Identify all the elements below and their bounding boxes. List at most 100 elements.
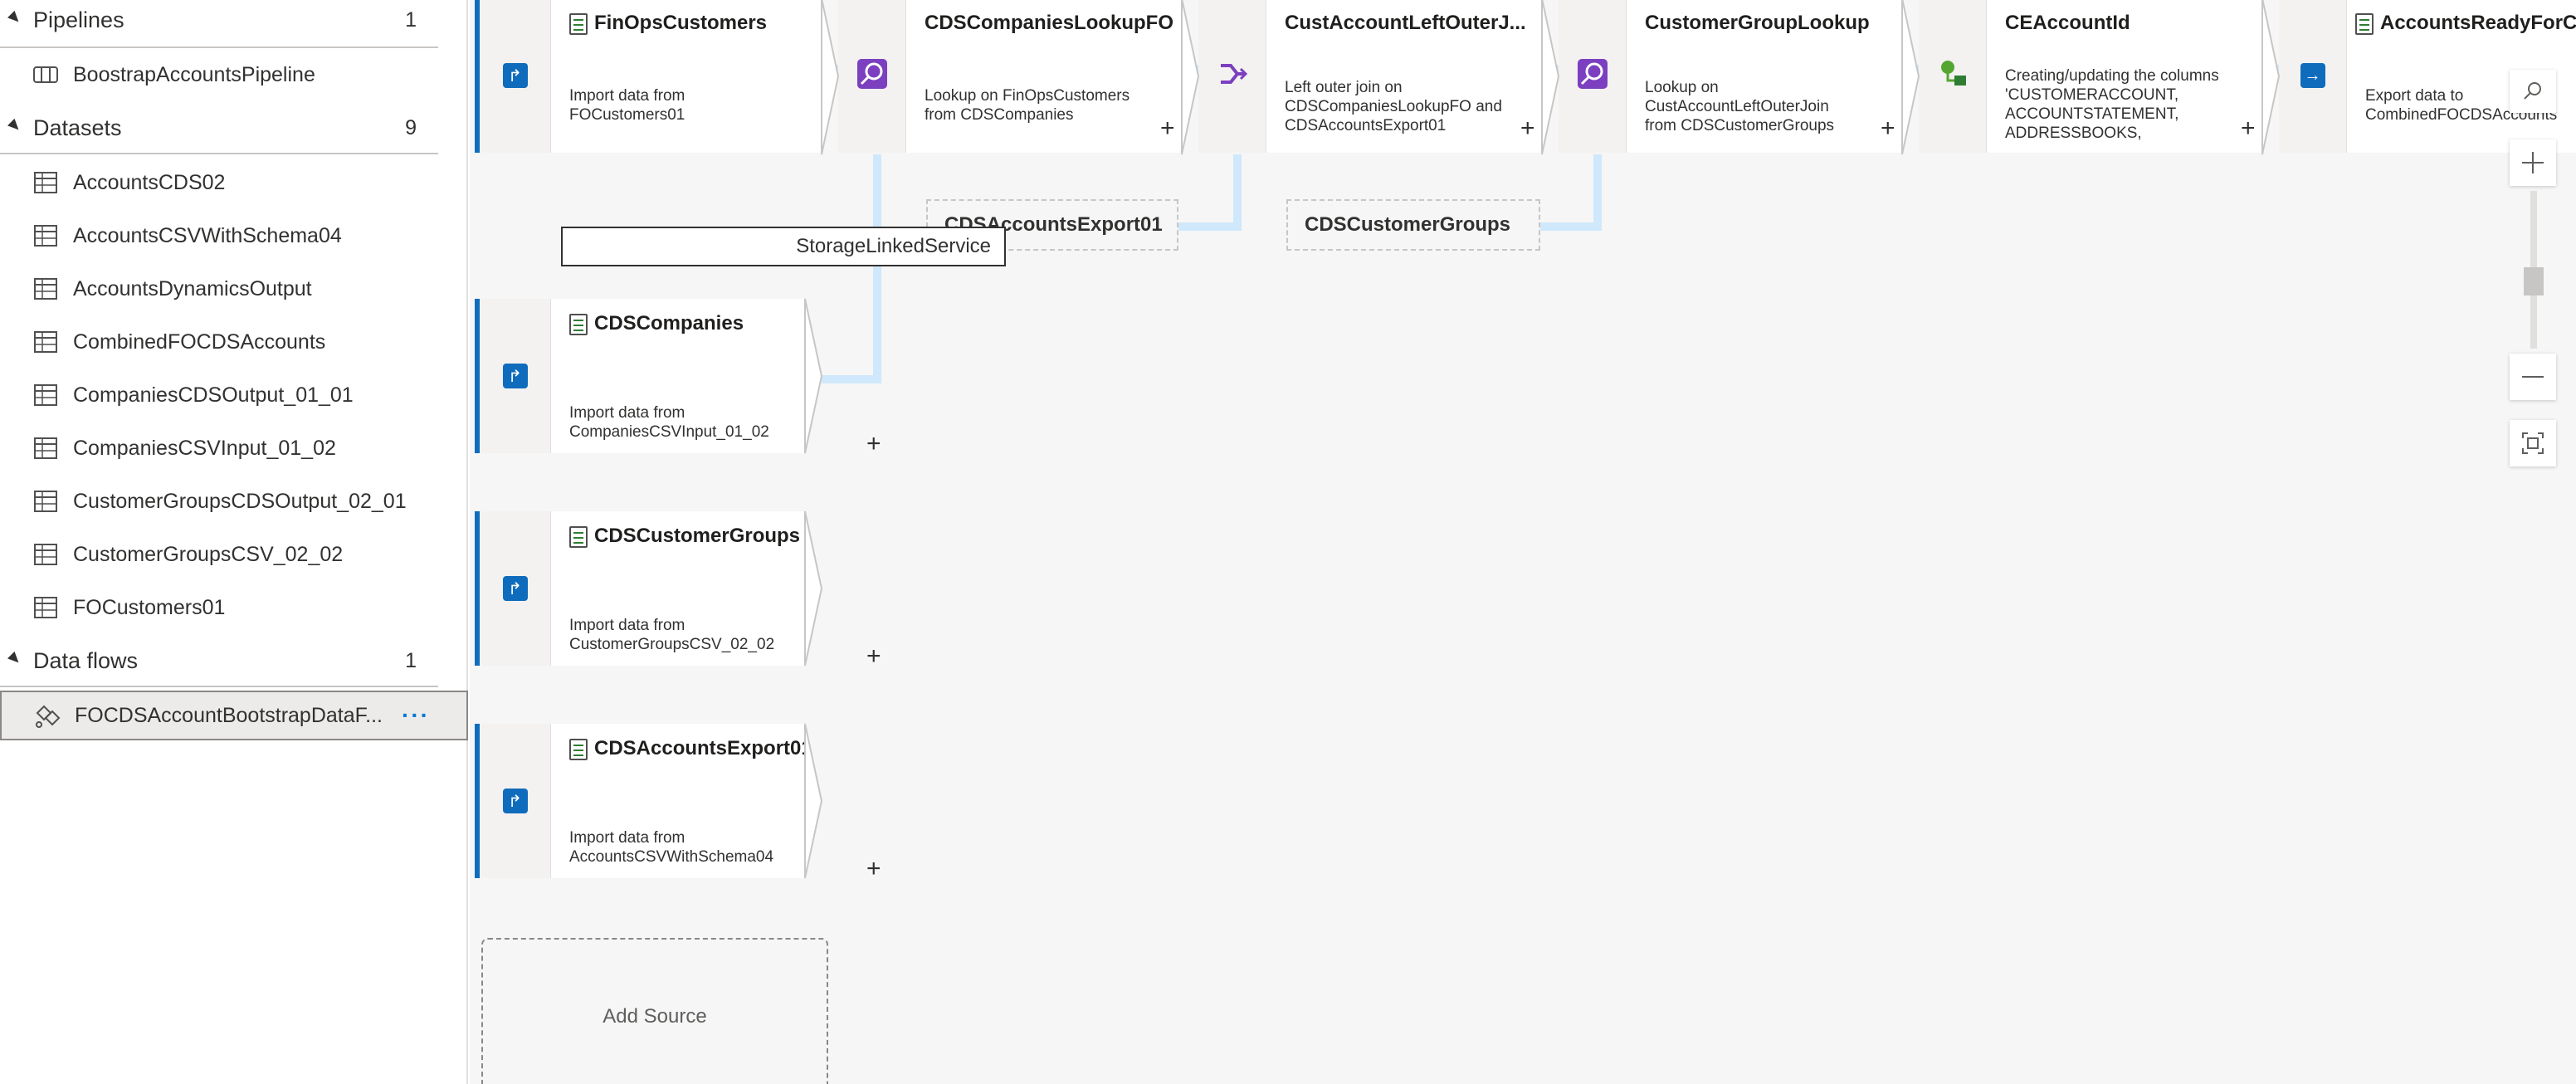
lookup-icon xyxy=(856,57,889,95)
node-source-cdscompanies[interactable]: ↱ CDSCompanies Import data from Companie… xyxy=(475,299,881,457)
node-join-custaccountleftouterjoin[interactable]: CustAccountLeftOuterJ... Left outer join… xyxy=(1198,0,1542,153)
tree-item-dataset[interactable]: AccountsDynamicsOutput xyxy=(0,264,468,314)
node-title: CDSCompaniesLookupFO xyxy=(925,12,1174,34)
connector xyxy=(1178,222,1242,231)
tree-item-dataset[interactable]: CombinedFOCDSAccounts xyxy=(0,317,468,367)
add-transform-button[interactable]: + xyxy=(2241,115,2256,142)
tree-item-label: BoostrapAccountsPipeline xyxy=(73,62,315,86)
tree-item-dataset[interactable]: CompaniesCSVInput_01_02 xyxy=(0,423,468,473)
node-title: CustAccountLeftOuterJ... xyxy=(1285,12,1526,34)
node-title: CEAccountId xyxy=(2005,12,2130,34)
add-source-button[interactable]: Add Source xyxy=(481,938,828,1084)
source-icon: ↱ xyxy=(502,364,528,388)
tree-item-label: AccountsCDS02 xyxy=(73,170,226,194)
node-source-cdscustomergroups[interactable]: ↱ CDSCustomerGroups Import data from Cus… xyxy=(475,511,881,670)
add-transform-button[interactable]: + xyxy=(866,642,881,670)
node-description: Import data from FOCustomers01 xyxy=(569,87,685,124)
tree-item-label: AccountsDynamicsOutput xyxy=(73,276,312,300)
fit-icon[interactable] xyxy=(2510,420,2556,466)
section-label: Data flows xyxy=(33,647,139,673)
add-transform-button[interactable]: + xyxy=(866,430,881,457)
tree-item-label: CompaniesCDSOutput_01_01 xyxy=(73,383,354,407)
divider xyxy=(0,46,438,48)
connector xyxy=(822,375,881,383)
node-description: Lookup on FinOpsCustomers from CDSCompan… xyxy=(925,87,1130,124)
zoom-slider-thumb[interactable] xyxy=(2524,267,2544,295)
dataflow-icon xyxy=(33,703,61,728)
tree-item-dataset[interactable]: CustomerGroupsCSV_02_02 xyxy=(0,530,468,579)
more-actions-icon[interactable]: ··· xyxy=(402,702,430,728)
section-pipelines[interactable]: Pipelines 1 xyxy=(0,0,442,45)
dataset-icon xyxy=(569,313,588,335)
node-description: Left outer join on CDSCompaniesLookupFO … xyxy=(1285,79,1502,134)
divider xyxy=(0,153,438,154)
node-lookup-cdscompanieslookupfo[interactable]: CDSCompaniesLookupFO Lookup on FinOpsCus… xyxy=(838,0,1182,153)
table-icon xyxy=(32,276,60,301)
tree-item-label: CustomerGroupsCDSOutput_02_01 xyxy=(73,489,407,513)
connector xyxy=(1540,222,1602,231)
tree-item-dataset[interactable]: CompaniesCDSOutput_01_01 xyxy=(0,370,468,420)
connector xyxy=(1593,154,1602,231)
connector xyxy=(873,154,881,383)
dataset-icon xyxy=(569,12,588,35)
node-source-finopscustomers[interactable]: ↱ FinOpsCustomers Import data from FOCus… xyxy=(475,0,881,153)
table-icon xyxy=(32,595,60,620)
node-description: Import data from CustomerGroupsCSV_02_02 xyxy=(569,617,775,653)
add-transform-button[interactable]: + xyxy=(1520,115,1535,142)
add-transform-button[interactable]: + xyxy=(1160,115,1175,142)
source-icon: ↱ xyxy=(502,63,528,88)
node-description: Export data to CombinedFOCDSAccounts xyxy=(2365,87,2558,124)
table-icon xyxy=(32,383,60,408)
add-transform-button[interactable]: + xyxy=(866,855,881,882)
section-datasets[interactable]: Datasets 9 xyxy=(0,103,442,153)
tree-item-dataset[interactable]: AccountsCSVWithSchema04 xyxy=(0,211,468,261)
reference-stream[interactable]: CDSCustomerGroups xyxy=(1286,199,1540,251)
section-count: 1 xyxy=(405,7,417,32)
collapse-caret-icon[interactable] xyxy=(7,118,22,134)
collapse-caret-icon[interactable] xyxy=(7,651,22,667)
tree-item-label: CustomerGroupsCSV_02_02 xyxy=(73,542,344,566)
node-title: CustomerGroupLookup xyxy=(1645,12,1870,34)
tree-item-label: FOCDSAccountBootstrapDataF... xyxy=(75,703,383,727)
section-dataflows[interactable]: Data flows 1 xyxy=(0,636,442,686)
tree-item-label: CombinedFOCDSAccounts xyxy=(73,330,326,354)
node-source-cdsaccountsexport01[interactable]: ↱ CDSAccountsExport01 Import data from A… xyxy=(475,724,881,882)
linked-service-tooltip: StorageLinkedService xyxy=(561,227,1006,266)
node-description: Creating/updating the columns 'CUSTOMERA… xyxy=(2005,67,2219,142)
tree-item-dataset[interactable]: FOCustomers01 xyxy=(0,583,468,632)
node-title: CDSCustomerGroups xyxy=(594,525,801,547)
table-icon xyxy=(32,223,60,248)
tree-item-label: FOCustomers01 xyxy=(73,595,226,619)
table-icon xyxy=(32,170,60,195)
tree-item-dataflow[interactable]: FOCDSAccountBootstrapDataF... ··· xyxy=(0,691,468,740)
dataset-icon xyxy=(2355,12,2374,35)
node-title: CDSAccountsExport01 xyxy=(594,737,812,759)
source-icon: ↱ xyxy=(502,789,528,813)
source-icon: ↱ xyxy=(502,576,528,601)
lookup-icon xyxy=(1576,57,1609,95)
connector xyxy=(1233,154,1242,231)
node-description: Lookup on CustAccountLeftOuterJoin from … xyxy=(1645,79,1835,134)
node-description: Import data from CompaniesCSVInput_01_02 xyxy=(569,404,769,441)
table-icon xyxy=(32,489,60,514)
tree-item-pipeline[interactable]: BoostrapAccountsPipeline xyxy=(0,50,468,100)
dataset-icon xyxy=(569,738,588,760)
zoom-out-icon[interactable] xyxy=(2510,354,2556,400)
table-icon xyxy=(32,330,60,354)
section-label: Datasets xyxy=(33,115,122,140)
table-icon xyxy=(32,542,60,567)
node-lookup-customergrouplookup[interactable]: CustomerGroupLookup Lookup on CustAccoun… xyxy=(1559,0,1902,153)
node-title: AccountsReadyForCl xyxy=(2380,12,2576,34)
tree-item-dataset[interactable]: CustomerGroupsCDSOutput_02_01 xyxy=(0,476,468,526)
factory-resources-panel: Pipelines 1 BoostrapAccountsPipeline Dat… xyxy=(0,0,468,1084)
derive-icon xyxy=(1936,57,1969,95)
search-icon[interactable] xyxy=(2510,70,2556,113)
zoom-in-icon[interactable] xyxy=(2510,139,2556,186)
tree-item-dataset[interactable]: AccountsCDS02 xyxy=(0,158,468,208)
node-derive-ceaccountid[interactable]: CEAccountId Creating/updating the column… xyxy=(1919,0,2262,153)
node-description: Import data from AccountsCSVWithSchema04 xyxy=(569,829,774,866)
collapse-caret-icon[interactable] xyxy=(7,10,22,26)
pipeline-icon xyxy=(32,62,60,87)
add-transform-button[interactable]: + xyxy=(1881,115,1895,142)
divider xyxy=(0,686,438,687)
